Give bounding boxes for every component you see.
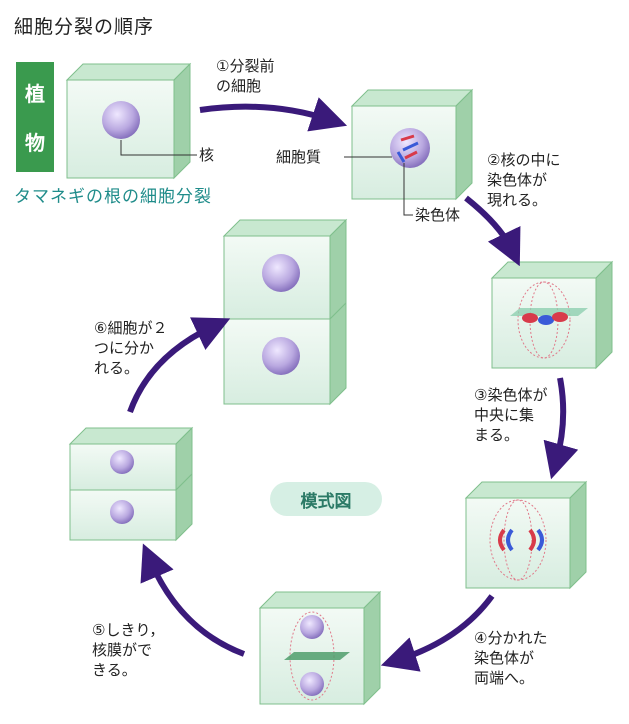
cell-chromosomes-appear — [344, 88, 474, 216]
arrow-6-to-7 — [127, 317, 231, 414]
process-arrows — [127, 97, 579, 672]
plant-tag-char-1: 植 — [25, 82, 45, 106]
model-diagram-badge: 模式図 — [270, 482, 382, 516]
cell-telophase — [258, 590, 382, 706]
plant-tag: 植 物 — [16, 62, 54, 172]
step-1-label: ①分裂前 の細胞 — [216, 57, 275, 95]
cytoplasm-label: 細胞質 — [276, 148, 322, 166]
arrow-1-to-2 — [199, 97, 348, 132]
arrow-5-to-6 — [140, 543, 246, 657]
arrow-3-to-4 — [543, 377, 579, 480]
cell-metaphase — [490, 260, 614, 370]
step-6-label: ⑥細胞が２ つに分か れる。 — [94, 319, 168, 377]
page-title: 細胞分裂の順序 — [14, 16, 155, 38]
plant-tag-char-2: 物 — [25, 131, 45, 155]
cell-daughters-small — [68, 426, 194, 542]
nucleus-icon — [102, 101, 140, 139]
chromosome-label: 染色体 — [415, 206, 461, 224]
cell-before-division — [65, 62, 197, 180]
cell-anaphase — [464, 480, 588, 590]
step-2-label: ②核の中に 染色体が 現れる。 — [487, 151, 561, 209]
step-5-label: ⑤しきり， 核膜がで きる。 — [92, 621, 165, 679]
cell-divided-two — [222, 218, 348, 406]
arrow-2-to-3 — [464, 195, 521, 267]
nucleus-label: 核 — [199, 146, 215, 164]
arrow-4-to-5 — [380, 594, 495, 672]
step-4-label: ④分かれた 染色体が 両端へ。 — [474, 629, 548, 687]
plant-subtitle: タマネギの根の細胞分裂 — [14, 187, 212, 207]
step-3-label: ③染色体が 中央に集 まる。 — [474, 386, 548, 444]
